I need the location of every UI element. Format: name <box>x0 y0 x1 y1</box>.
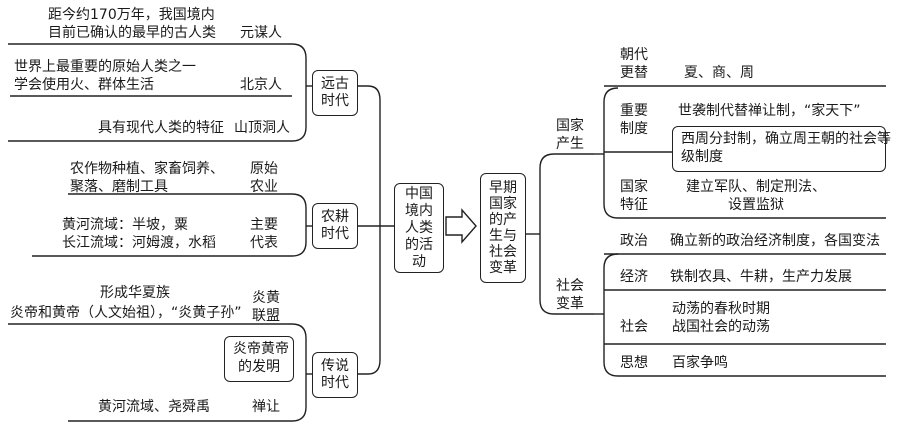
yanhuang-alliance-label: 炎黄 联盟 <box>252 290 280 324</box>
economy-label: 经济 <box>620 269 648 285</box>
society-value: 动荡的春秋时期 战国社会的动荡 <box>672 301 770 335</box>
society-label: 社会 <box>620 319 648 335</box>
node-nonggeng-era: 农耕 时代 <box>312 203 358 249</box>
politics-label: 政治 <box>620 233 648 249</box>
feudal-system-box: 西周分封制，确立周王朝的社会等 级制度 <box>672 126 891 172</box>
yanhuang-description: 炎帝和黄帝（人文始祖），“炎黄子孙” <box>10 305 242 321</box>
yuanmou-description: 距今约170万年，我国境内 目前已确认的最早的古人类 <box>48 7 216 41</box>
hereditary-system-text: 世袭制代替禅让制，“家天下” <box>678 103 861 119</box>
state-formation-label: 国家 产生 <box>556 118 584 152</box>
politics-value: 确立新的政治经济制度，各国变法 <box>670 233 880 249</box>
node-early-states: 早期 国家 的产 生与 社会 变革 <box>480 173 526 283</box>
social-change-label: 社会 变革 <box>556 278 584 312</box>
thought-label: 思想 <box>620 355 648 371</box>
yanhuang-inventions-box: 炎帝黄帝 的发明 <box>224 336 294 382</box>
primitive-agriculture-description: 农作物种植、家畜饲养、 聚落、磨制工具 <box>70 161 224 195</box>
dynasties-value: 夏、商、周 <box>684 65 754 81</box>
yuanmou-label: 元谋人 <box>240 25 282 41</box>
beijing-label: 北京人 <box>240 77 282 93</box>
institutions-label: 重要 制度 <box>620 103 648 137</box>
state-features-value: 建立军队、制定刑法、 设置监狱 <box>686 179 826 213</box>
economy-value: 铁制农具、牛耕，生产力发展 <box>670 269 852 285</box>
beijing-description: 世界上最重要的原始人类之一 学会使用火、群体生活 <box>14 59 196 93</box>
primitive-agriculture-label: 原始 农业 <box>250 161 278 195</box>
state-features-label: 国家 特征 <box>620 179 648 213</box>
arrow-right-icon <box>445 208 477 244</box>
shanding-description: 具有现代人类的特征 <box>98 120 224 136</box>
node-yuangu-era: 远古 时代 <box>312 70 358 116</box>
node-chuanshuo-era: 传说 时代 <box>312 352 358 398</box>
yellow-river-text: 黄河流域、尧舜禹 <box>98 399 210 415</box>
thought-value: 百家争鸣 <box>672 355 728 371</box>
abdication-label: 禅让 <box>252 399 280 415</box>
shanding-label: 山顶洞人 <box>234 120 290 136</box>
dynasty-change-label: 朝代 更替 <box>620 47 648 81</box>
huaxia-text: 形成华夏族 <box>100 285 170 301</box>
main-representatives-label: 主要 代表 <box>250 217 278 251</box>
main-representatives-description: 黄河流域：半坡，粟 长江流域：河姆渡，水稻 <box>62 217 216 251</box>
center-node-chinese-human-activity: 中国 境内 人类 的活 动 <box>394 183 444 273</box>
